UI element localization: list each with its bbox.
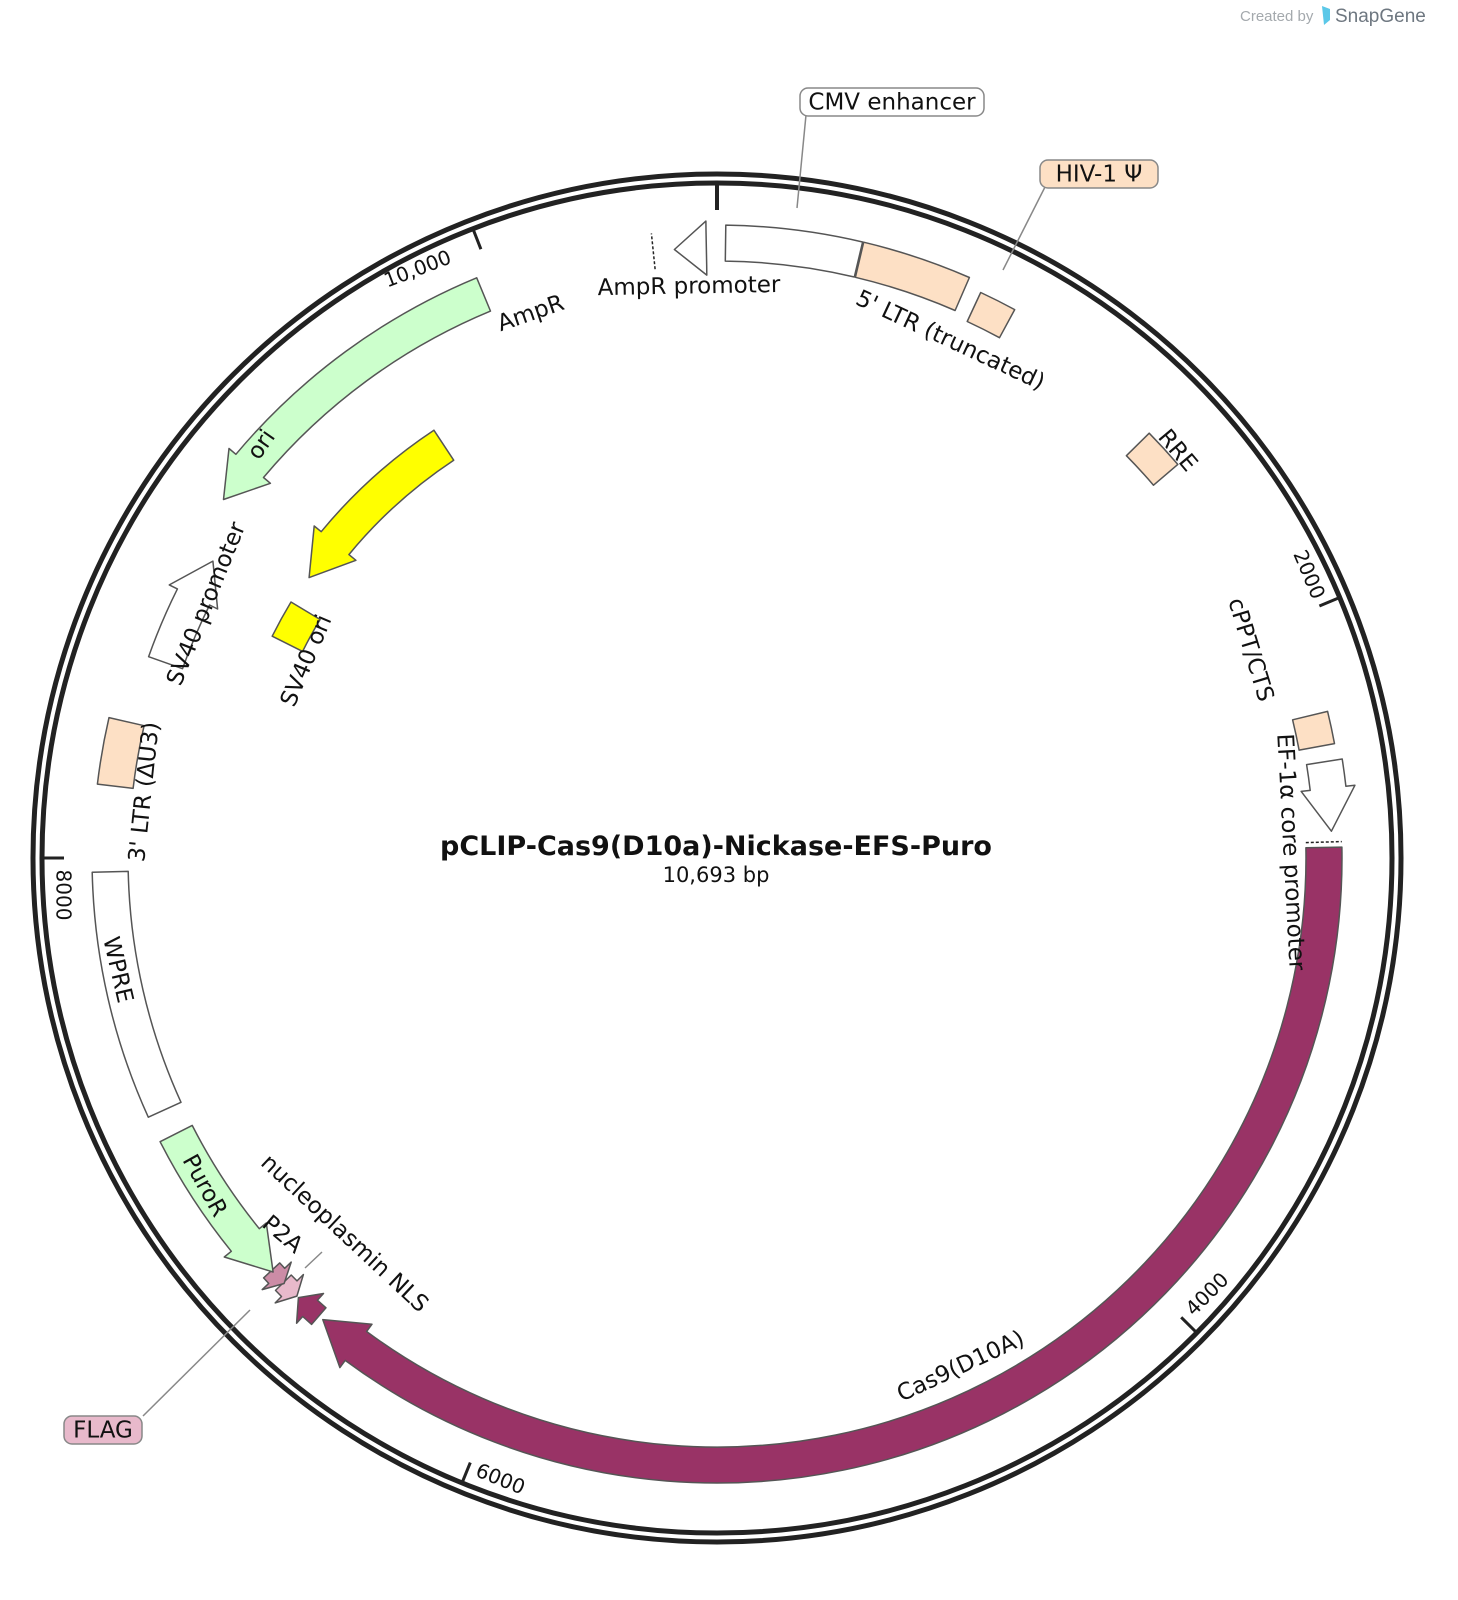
rre-feature[interactable] <box>1125 432 1179 486</box>
hiv-leader <box>1002 186 1046 271</box>
amprp-label: AmpR promoter <box>597 272 781 301</box>
amprp-feature[interactable] <box>673 220 708 276</box>
tick-marks <box>42 182 1341 1484</box>
tick-label: 8000 <box>52 870 76 921</box>
snapgene-brand: SnapGene <box>1335 6 1426 27</box>
features <box>91 220 1356 1484</box>
tick-label: 6000 <box>472 1458 528 1499</box>
leader-lines <box>142 114 1046 1417</box>
backbone-outer <box>30 171 1404 1545</box>
ori-feature[interactable] <box>308 429 455 579</box>
ltr5-feature[interactable] <box>854 241 971 312</box>
ef1a-feature[interactable] <box>1300 758 1356 832</box>
segment-divider <box>650 233 656 270</box>
credit-text: Created by <box>1240 8 1314 25</box>
puror-feature[interactable] <box>159 1124 274 1273</box>
flag-label-box <box>63 1415 143 1445</box>
tick-mark <box>460 1462 472 1484</box>
cmv-feature[interactable] <box>724 224 864 278</box>
cmv-leader <box>796 114 807 209</box>
cppt-feature[interactable] <box>1291 710 1336 751</box>
tick-label: 2000 <box>1288 546 1330 602</box>
plasmid-length: 10,693 bp <box>663 863 770 887</box>
hiv-feature[interactable] <box>966 291 1016 339</box>
sv40ori-feature[interactable] <box>271 601 321 653</box>
cmv-label-box <box>799 87 985 117</box>
nls-leader <box>304 1251 323 1269</box>
ampr-feature[interactable] <box>222 277 492 501</box>
ef1a-label: EF-1α core promoter <box>1271 733 1309 972</box>
hiv-label-box <box>1039 159 1159 189</box>
nls-feature[interactable] <box>295 1292 327 1326</box>
tick-mark <box>1180 1316 1198 1334</box>
plasmid-name: pCLIP-Cas9(D10a)-Nickase-EFS-Puro <box>440 831 992 862</box>
tick-mark <box>471 228 483 250</box>
segment-divider <box>1305 840 1342 844</box>
cppt-label: cPPT/CTS <box>1222 595 1278 705</box>
flag-label: FLAG <box>73 1418 133 1444</box>
sv40p-feature[interactable] <box>147 560 219 670</box>
wpre-feature[interactable] <box>91 870 182 1118</box>
flag-leader <box>142 1309 251 1417</box>
hiv-label: HIV-1 Ψ <box>1056 162 1143 188</box>
tick-mark <box>1318 596 1341 608</box>
ltr3-feature[interactable] <box>96 716 145 790</box>
snapgene-logo-icon <box>1322 6 1330 25</box>
cas9-feature[interactable] <box>322 846 1343 1484</box>
ampr-label: AmpR <box>494 290 567 337</box>
cmv-label: CMV enhancer <box>808 90 976 116</box>
